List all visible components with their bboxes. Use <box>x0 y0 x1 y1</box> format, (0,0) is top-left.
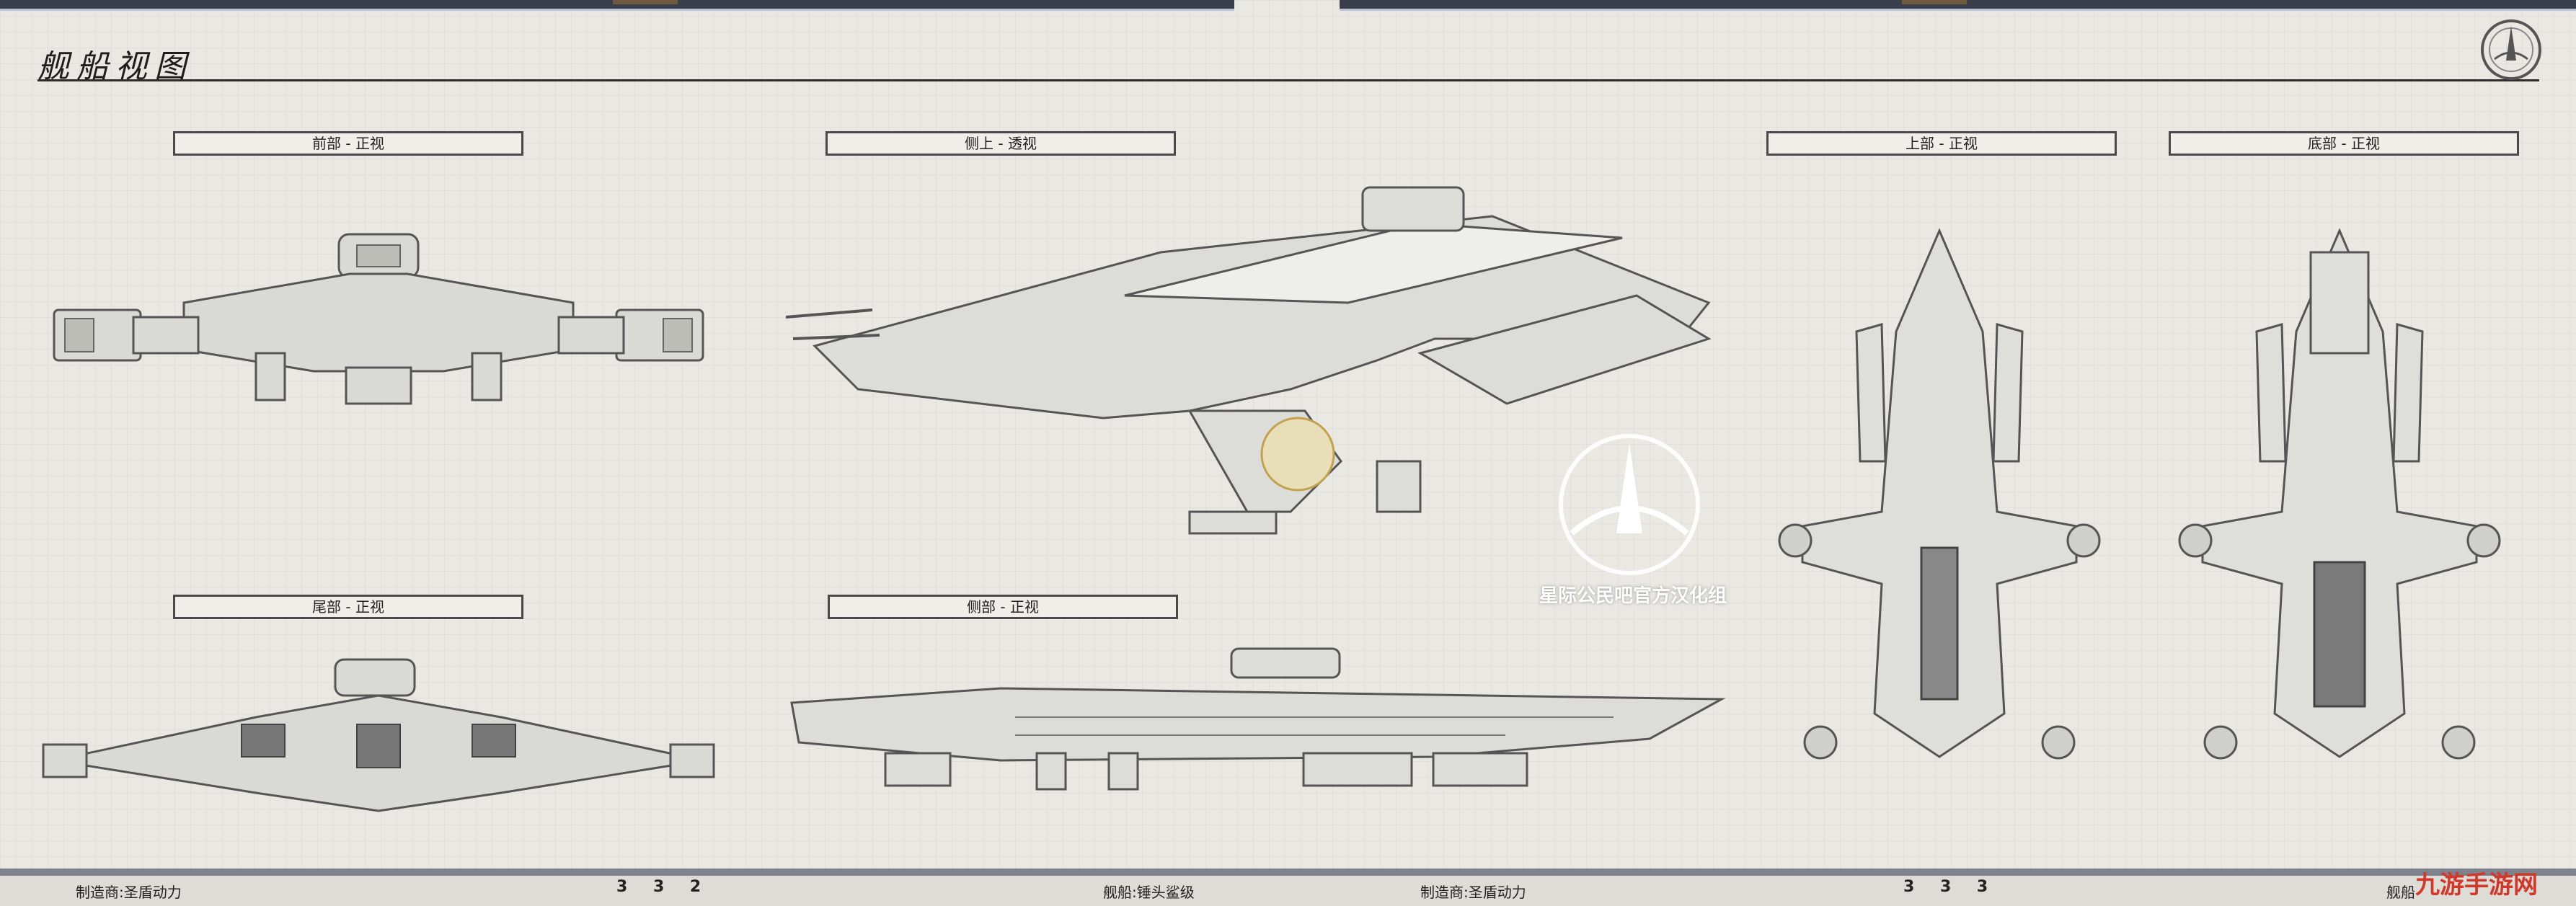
footer-ship-name: 舰船:锤头鲨级 <box>1103 884 1195 901</box>
page-number-left: 3 3 2 <box>616 878 712 896</box>
ship-perspective-view <box>786 186 1712 535</box>
page-number-right: 3 3 3 <box>1903 878 1999 896</box>
title-divider <box>37 79 2539 81</box>
view-label-front: 前部 - 正视 <box>173 131 523 156</box>
emblem-icon <box>2481 19 2541 80</box>
corner-brand-logo: 九游手游网 <box>2415 871 2538 900</box>
view-label-side: 侧部 - 正视 <box>828 595 1178 619</box>
ship-side-view <box>790 647 1726 791</box>
top-frame-left <box>0 0 1234 11</box>
ship-top-view <box>1778 228 2101 760</box>
top-frame-accent <box>1902 0 1967 4</box>
view-label-side-top: 侧上 - 透视 <box>826 131 1176 156</box>
footer-ship-label-right: 舰船 <box>2386 884 2415 901</box>
view-label-bottom: 底部 - 正视 <box>2169 131 2519 156</box>
top-frame-accent <box>613 0 678 4</box>
view-label-top: 上部 - 正视 <box>1766 131 2117 156</box>
ship-rear-view <box>42 658 715 812</box>
view-label-rear: 尾部 - 正视 <box>173 595 523 619</box>
ship-bottom-view <box>2178 228 2501 760</box>
watermark-text: 星际公民吧官方汉化组 <box>1539 585 1727 607</box>
bottom-frame <box>0 869 2576 876</box>
page-title: 舰船视图 <box>37 48 193 85</box>
watermark-emblem-icon <box>1559 434 1700 575</box>
ship-front-view <box>53 233 704 405</box>
top-frame-right <box>1340 0 2576 11</box>
footer-manufacturer-right: 制造商:圣盾动力 <box>1420 884 1526 901</box>
footer-strip <box>0 876 2576 906</box>
footer-manufacturer-left: 制造商:圣盾动力 <box>76 884 182 901</box>
